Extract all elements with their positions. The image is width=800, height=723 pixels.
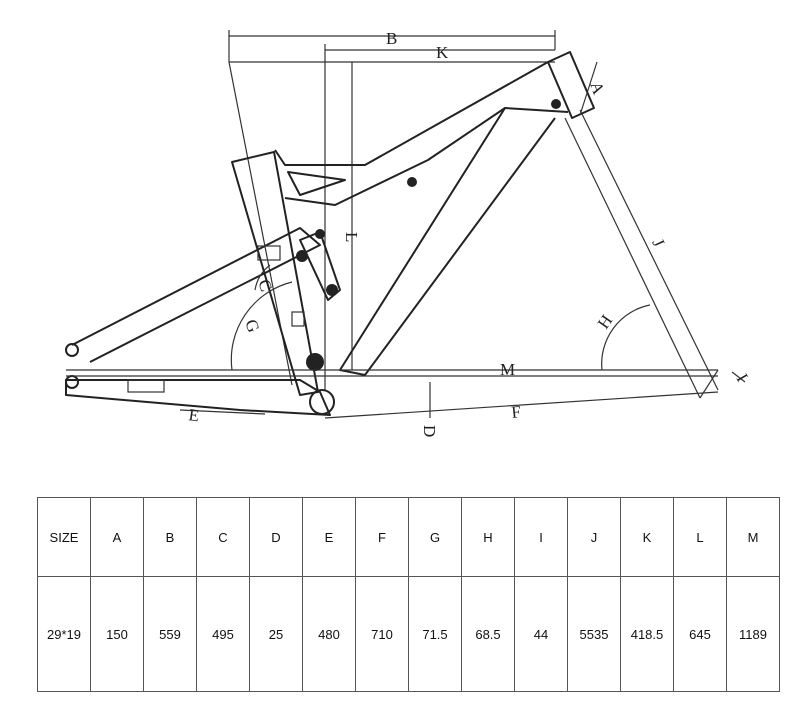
table-header-cell: B <box>143 497 197 577</box>
table-header-cell: K <box>620 497 674 577</box>
label-e: E <box>187 405 200 425</box>
table-header-cell: J <box>567 497 621 577</box>
geometry-spec-table: SIZE A B C D E F G H I J K L M 29*19 150… <box>37 497 780 692</box>
table-cell: 710 <box>355 576 409 692</box>
table-header-cell: SIZE <box>37 497 91 577</box>
table-header-cell: A <box>90 497 144 577</box>
dimension-c-arc <box>254 264 271 291</box>
table-cell: 71.5 <box>408 576 462 692</box>
table-cell: 29*19 <box>37 576 91 692</box>
label-m: M <box>500 360 515 379</box>
table-cell: 68.5 <box>461 576 515 692</box>
table-cell: 559 <box>143 576 197 692</box>
table-cell: 44 <box>514 576 568 692</box>
table-cell: 150 <box>90 576 144 692</box>
table-cell: 645 <box>673 576 727 692</box>
table-cell: 418.5 <box>620 576 674 692</box>
label-c: C <box>254 277 276 294</box>
label-l: L <box>342 232 361 242</box>
label-j: J <box>648 236 668 250</box>
table-header-cell: H <box>461 497 515 577</box>
label-g: G <box>241 317 263 335</box>
table-row: 29*19 150 559 495 25 480 710 71.5 68.5 4… <box>37 576 780 692</box>
dimension-b <box>228 30 556 63</box>
table-cell: 1189 <box>726 576 780 692</box>
dimension-a-line <box>579 61 598 116</box>
table-header-cell: L <box>673 497 727 577</box>
dimension-j-line <box>579 109 719 391</box>
angle-g-arc <box>230 281 293 371</box>
table-cell: 480 <box>302 576 356 692</box>
angle-h-arc <box>601 304 651 371</box>
table-header-cell: G <box>408 497 462 577</box>
label-b: B <box>386 29 397 48</box>
dimension-f-line <box>324 391 719 419</box>
table-cell: 25 <box>249 576 303 692</box>
label-f: F <box>510 402 521 422</box>
label-k: K <box>436 43 449 62</box>
dimension-k <box>324 44 555 390</box>
table-header-cell: M <box>726 497 780 577</box>
table-header-row: SIZE A B C D E F G H I J K L M <box>37 497 780 577</box>
fork-line <box>564 117 701 399</box>
label-i: I <box>733 371 752 386</box>
table-cell: 5535 <box>567 576 621 692</box>
table-header-cell: E <box>302 497 356 577</box>
table-header-cell: D <box>249 497 303 577</box>
main-frame <box>65 51 595 416</box>
label-a: A <box>586 79 608 98</box>
table-header-cell: F <box>355 497 409 577</box>
bike-frame-geometry-diagram: B K A J L C G H M F I D E <box>65 29 752 437</box>
table-header-cell: C <box>196 497 250 577</box>
label-d: D <box>420 425 439 437</box>
table-cell: 495 <box>196 576 250 692</box>
table-header-cell: I <box>514 497 568 577</box>
dimension-e-line <box>179 409 266 415</box>
dimension-i-line <box>731 371 746 383</box>
